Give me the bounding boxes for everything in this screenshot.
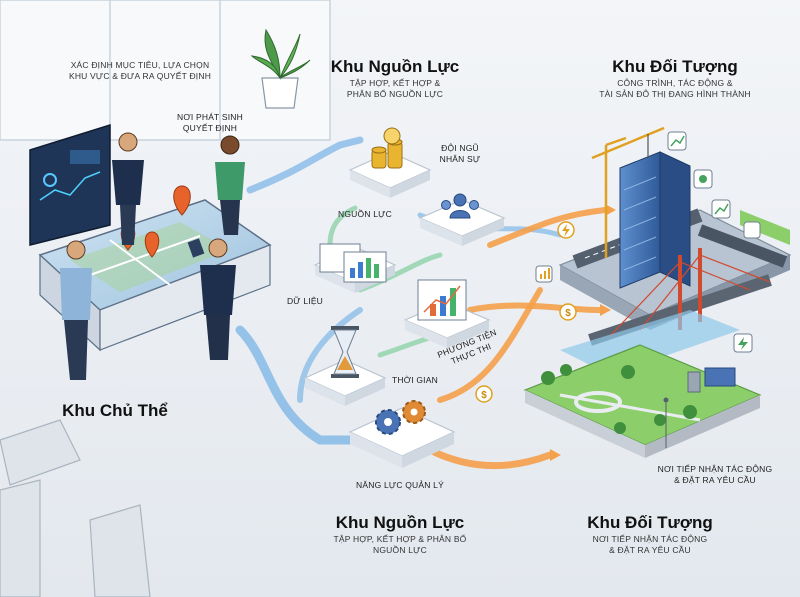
decision-note-line1: NƠI PHÁT SINH xyxy=(177,112,243,122)
target-zone-sub-top: CÔNG TRÌNH, TÁC ĐỘNG & TÀI SẢN ĐÔ THỊ ĐA… xyxy=(575,78,775,99)
flow-arrowheads xyxy=(550,204,616,461)
plant-icon xyxy=(250,28,311,109)
energy-badge-icon xyxy=(733,333,753,353)
resource-zone-title-top: Khu Nguồn Lực xyxy=(330,57,460,76)
data-label: DỮ LIỆU xyxy=(286,296,324,306)
target-sub-top-line2: TÀI SẢN ĐÔ THỊ ĐANG HÌNH THÀNH xyxy=(599,88,751,99)
office-chairs xyxy=(0,419,151,597)
team-icon xyxy=(441,193,479,219)
highrise-building xyxy=(619,151,691,289)
svg-text:$: $ xyxy=(481,390,487,401)
bar-chart-icon xyxy=(319,243,387,283)
subject-note-line1: XÁC ĐỊNH MỤC TIÊU, LỰA CHỌN xyxy=(70,60,210,70)
subject-zone-title: Khu Chủ Thể xyxy=(62,401,168,420)
svg-text:$: $ xyxy=(565,308,571,319)
target-sub-bottom-line2: & ĐẶT RA YÊU CẦU xyxy=(609,544,691,555)
dollar-icon: $ $ xyxy=(475,303,577,403)
hourglass-icon xyxy=(331,326,359,378)
staff-label-line2: NHÂN SỰ xyxy=(439,153,481,164)
resource-sub-bottom-line1: TẬP HỢP, KẾT HỢP & PHÂN BỔ xyxy=(333,534,467,544)
staff-label-line1: ĐỘI NGŨ xyxy=(441,143,479,153)
receiver-pointer xyxy=(663,397,669,448)
coins-icon xyxy=(371,127,403,169)
wall-dashboard-screen xyxy=(29,123,111,246)
crane-icon xyxy=(591,126,665,258)
tile-management xyxy=(348,407,456,468)
resources-label: NGUỒN LỰC xyxy=(338,209,392,219)
target-zone-sub-bottom: NƠI TIẾP NHẬN TÁC ĐỘNG & ĐẶT RA YÊU CẦU xyxy=(560,534,740,555)
target-zone-title-top: Khu Đối Tượng xyxy=(612,57,738,76)
receiver-note-line2: & ĐẶT RA YÊU CẦU xyxy=(674,474,756,485)
growth-chart-icon xyxy=(417,279,467,321)
trend-badges xyxy=(535,131,761,283)
management-label: NĂNG LỰC QUẢN LÝ xyxy=(356,480,444,490)
target-sub-bottom-line1: NƠI TIẾP NHẬN TÁC ĐỘNG xyxy=(592,534,708,544)
decision-note: NƠI PHÁT SINH QUYẾT ĐỊNH xyxy=(160,112,260,133)
decision-note-line2: QUYẾT ĐỊNH xyxy=(182,122,238,133)
resource-sub-top-line1: TẬP HỢP, KẾT HỢP & xyxy=(349,78,441,88)
person-suit-tablet xyxy=(187,238,236,360)
receiver-note-line1: NƠI TIẾP NHẬN TÁC ĐỘNG xyxy=(657,464,773,474)
person-presenter xyxy=(112,132,144,245)
tile-coins xyxy=(348,151,432,198)
subject-note: XÁC ĐỊNH MỤC TIÊU, LỰA CHỌN KHU VỰC & ĐƯ… xyxy=(40,60,240,81)
staff-label: ĐỘI NGŨ NHÂN SỰ xyxy=(430,143,490,164)
time-label: THỜI GIAN xyxy=(392,375,438,385)
target-zone-title-bottom: Khu Đối Tượng xyxy=(587,513,713,532)
receiver-note: NƠI TIẾP NHẬN TÁC ĐỘNG & ĐẶT RA YÊU CẦU xyxy=(640,464,790,485)
subject-note-line2: KHU VỰC & ĐƯA RA QUYẾT ĐỊNH xyxy=(68,70,212,81)
gears-icon xyxy=(375,400,426,435)
target-sub-top-line1: CÔNG TRÌNH, TÁC ĐỘNG & xyxy=(617,78,733,88)
lightning-icon xyxy=(557,221,575,239)
resource-sub-top-line2: PHÂN BỔ NGUỒN LỰC xyxy=(346,88,444,99)
person-with-tablet xyxy=(60,240,92,380)
resource-zone-sub-bottom: TẬP HỢP, KẾT HỢP & PHÂN BỔ NGUỒN LỰC xyxy=(305,534,495,555)
resource-sub-bottom-line2: NGUỒN LỰC xyxy=(373,544,427,555)
park-platform xyxy=(523,344,762,458)
person-green-shirt xyxy=(215,135,245,235)
resource-zone-title-bottom: Khu Nguồn Lực xyxy=(335,513,465,532)
resource-zone-sub-top: TẬP HỢP, KẾT HỢP & PHÂN BỔ NGUỒN LỰC xyxy=(320,78,470,99)
